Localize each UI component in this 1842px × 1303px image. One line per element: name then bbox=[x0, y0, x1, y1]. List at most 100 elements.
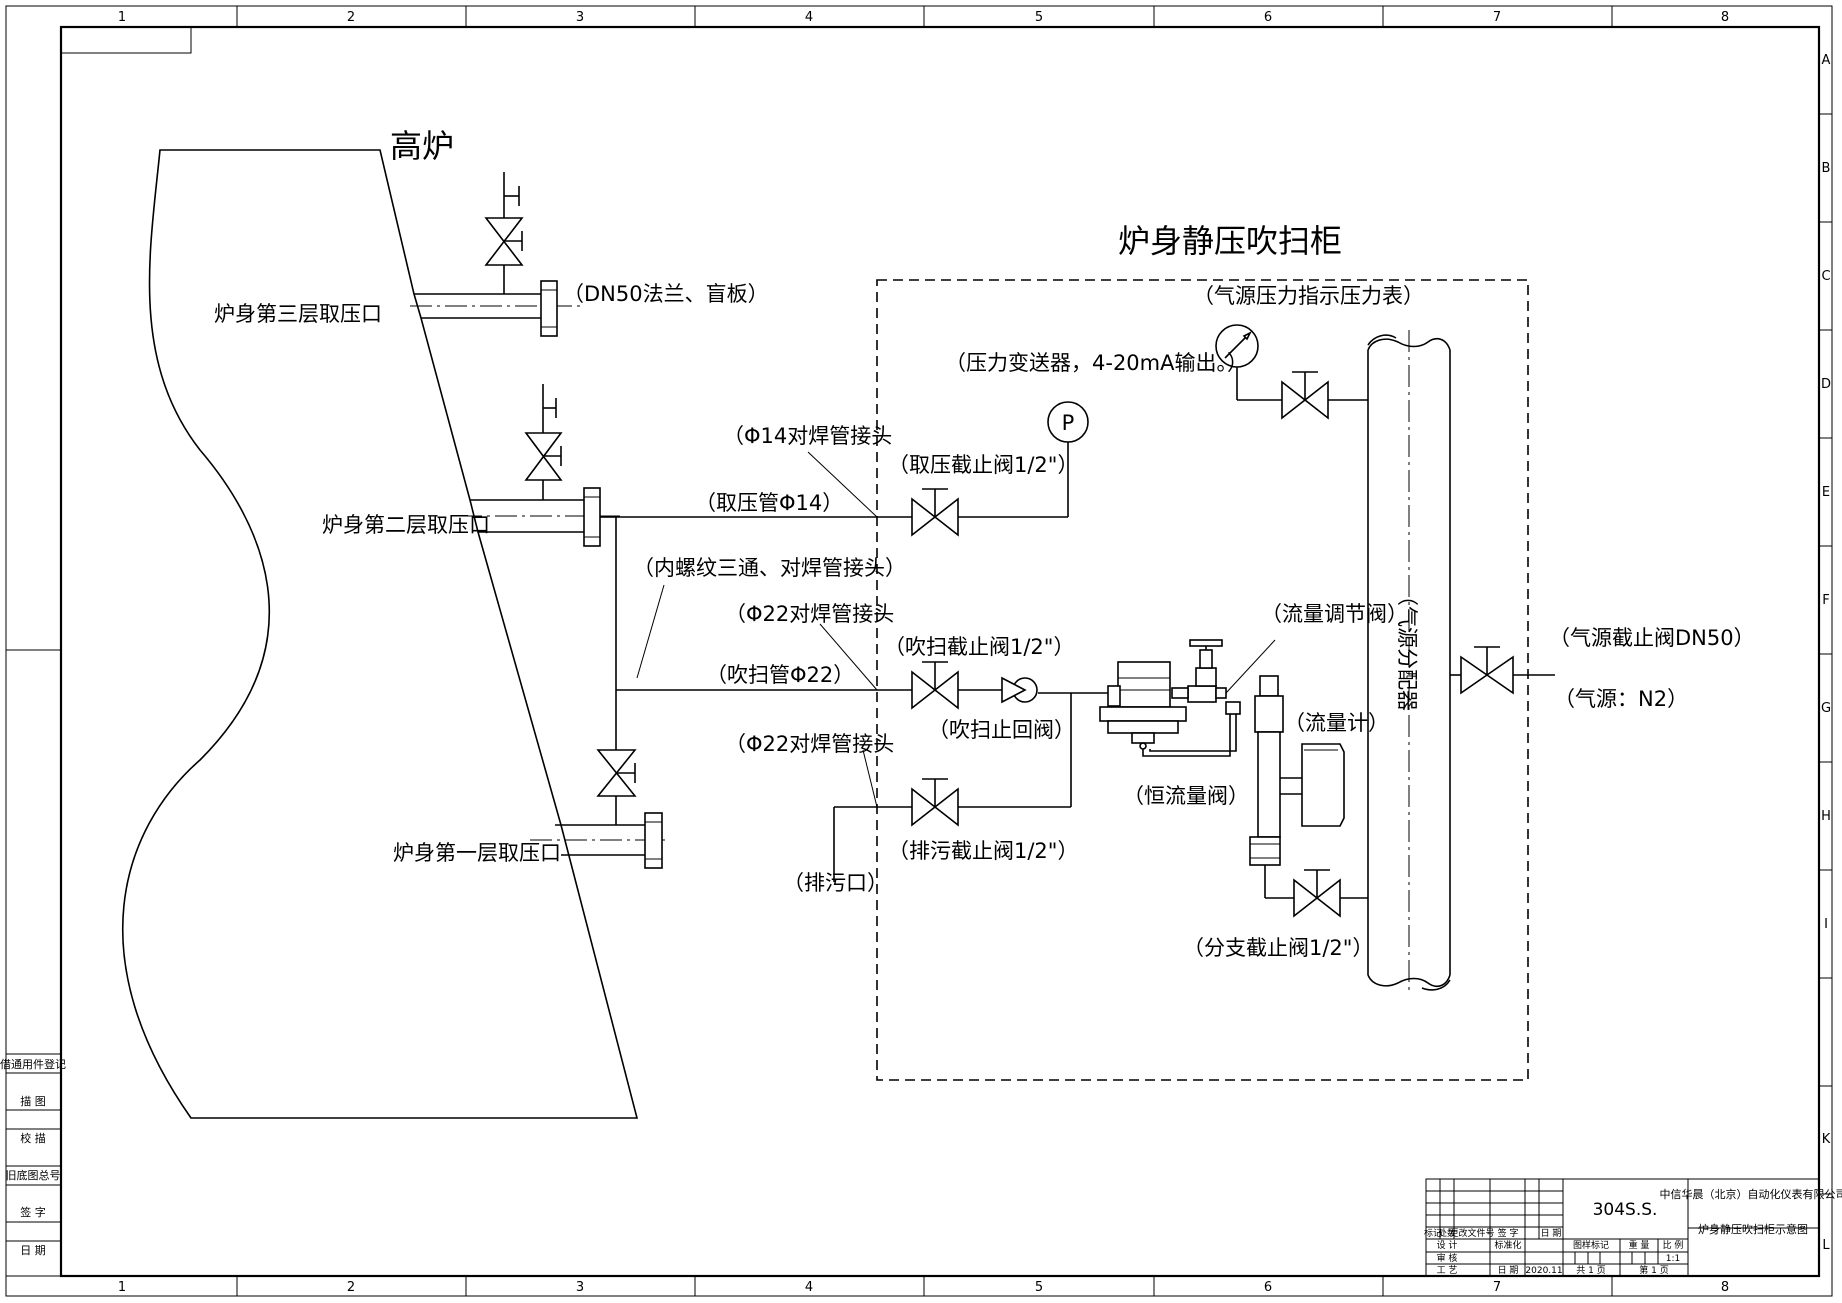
flow-regulating-valve bbox=[1171, 639, 1227, 703]
tb-rev-header: 标记 bbox=[1424, 1227, 1442, 1239]
pressure-valve-label: （取压截止阀1/2"） bbox=[888, 453, 1078, 477]
transmitter-symbol: P bbox=[1062, 411, 1075, 435]
tb-standard: 标准化 bbox=[1494, 1239, 1521, 1251]
col-label-top: 6 bbox=[1264, 10, 1272, 25]
furnace-outline bbox=[121, 149, 639, 1119]
zone-dividers bbox=[6, 6, 1832, 1296]
branch-stop-valve bbox=[1293, 869, 1368, 918]
tb-total-sheets: 共 1 页 bbox=[1576, 1265, 1605, 1276]
side-stamp-label: 借通用件登记 bbox=[0, 1057, 66, 1071]
row-label: L bbox=[1822, 1238, 1830, 1253]
tb-stage-mark: 图样标记 bbox=[1573, 1239, 1609, 1251]
source-valve-label: （气源截止阀DN50） bbox=[1549, 626, 1755, 650]
row-label: D bbox=[1821, 377, 1831, 392]
tb-rev-header: 更改文件号 bbox=[1449, 1227, 1494, 1239]
weld-joint-22-bottom-label: （Φ22对焊管接头 bbox=[725, 732, 894, 756]
tap-level3-valve bbox=[484, 172, 524, 266]
purge-pipe-label: （吹扫管Φ22） bbox=[706, 663, 854, 687]
check-valve-label: （吹扫止回阀） bbox=[928, 718, 1075, 742]
row-label: E bbox=[1822, 485, 1830, 500]
tb-scale-value: 1:1 bbox=[1666, 1254, 1680, 1264]
col-label-top: 8 bbox=[1721, 10, 1729, 25]
drain-port-label: （排污口） bbox=[783, 871, 888, 895]
tap-label-level3: 炉身第三层取压口 bbox=[214, 302, 382, 326]
furnace-title: 高炉 bbox=[390, 127, 454, 165]
col-label-top: 7 bbox=[1493, 10, 1501, 25]
weld-joint-14-label: （Φ14对焊管接头 bbox=[723, 424, 892, 448]
weld-joint-22-top-label: （Φ22对焊管接头 bbox=[725, 602, 894, 626]
side-stamp-label: 描 图 bbox=[20, 1094, 46, 1108]
col-label-bottom: 4 bbox=[805, 1280, 813, 1295]
row-label: G bbox=[1821, 701, 1831, 716]
col-label-bottom: 5 bbox=[1035, 1280, 1043, 1295]
tap-level1-valve bbox=[596, 690, 637, 797]
outer-border bbox=[5, 5, 1833, 1297]
row-label: H bbox=[1821, 809, 1831, 824]
drain-stop-valve bbox=[911, 778, 959, 827]
title-block bbox=[1425, 1178, 1820, 1277]
tap-level2-valve bbox=[524, 384, 563, 481]
row-label: K bbox=[1822, 1132, 1831, 1147]
inner-border bbox=[59, 25, 1821, 1278]
col-label-bottom: 2 bbox=[347, 1280, 355, 1295]
tap-level2 bbox=[460, 480, 620, 547]
tb-scale: 比 例 bbox=[1663, 1239, 1684, 1251]
tb-review: 审 核 bbox=[1437, 1252, 1458, 1264]
flowmeter bbox=[1249, 675, 1345, 899]
tb-rev-header: 日 期 bbox=[1541, 1228, 1562, 1239]
side-stamp-label: 日 期 bbox=[20, 1244, 46, 1257]
gas-header bbox=[1367, 330, 1451, 995]
tb-rev-header: 签 字 bbox=[1498, 1227, 1519, 1239]
tb-weight: 重 量 bbox=[1629, 1239, 1650, 1251]
tap-label-level2: 炉身第二层取压口 bbox=[322, 513, 490, 537]
drain-pipe bbox=[833, 806, 1071, 882]
tap-level1 bbox=[530, 796, 670, 869]
tee-label: （内螺纹三通、对焊管接头） bbox=[633, 556, 906, 580]
flow-reg-valve-label: （流量调节阀） bbox=[1261, 602, 1408, 626]
const-flow-valve-label: （恒流量阀） bbox=[1123, 784, 1249, 808]
flowmeter-label: （流量计） bbox=[1284, 711, 1389, 735]
row-label: I bbox=[1824, 917, 1828, 932]
tap-level3 bbox=[410, 265, 580, 337]
pressure-pipe-label: （取压管Φ14） bbox=[695, 491, 843, 515]
tb-process: 工 艺 bbox=[1437, 1265, 1458, 1276]
purge-valve-label: （吹扫截止阀1/2"） bbox=[884, 635, 1074, 659]
gauge-valve bbox=[1281, 371, 1368, 420]
drain-valve-label: （排污截止阀1/2"） bbox=[888, 839, 1078, 863]
purge-pipe bbox=[616, 689, 1108, 807]
pressure-stop-valve bbox=[911, 488, 959, 537]
col-label-bottom: 1 bbox=[118, 1280, 126, 1295]
pressure-transmitter bbox=[1047, 401, 1089, 443]
branch-valve-label: （分支截止阀1/2"） bbox=[1183, 936, 1373, 960]
row-label: A bbox=[1822, 53, 1831, 68]
col-label-top: 4 bbox=[805, 10, 813, 25]
corner-box bbox=[60, 26, 192, 54]
col-label-top: 5 bbox=[1035, 10, 1043, 25]
col-label-bottom: 3 bbox=[576, 1280, 584, 1295]
check-valve bbox=[1001, 676, 1038, 704]
tap-label-level1: 炉身第一层取压口 bbox=[393, 841, 561, 865]
side-stamp-label: 校 描 bbox=[20, 1131, 46, 1145]
tb-date-label: 日 期 bbox=[1498, 1265, 1519, 1276]
tb-material: 304S.S. bbox=[1593, 1200, 1658, 1220]
side-stamp bbox=[5, 1053, 62, 1277]
purge-stop-valve bbox=[911, 661, 959, 710]
row-label: F bbox=[1822, 593, 1829, 608]
col-label-bottom: 8 bbox=[1721, 1280, 1729, 1295]
col-label-top: 2 bbox=[347, 10, 355, 25]
row-label: B bbox=[1822, 161, 1831, 176]
tb-date: 2020.11 bbox=[1525, 1266, 1562, 1276]
col-label-bottom: 7 bbox=[1493, 1280, 1501, 1295]
constant-flow-valve bbox=[1099, 661, 1241, 757]
leader-lines bbox=[636, 451, 1276, 808]
tb-design: 设 计 bbox=[1437, 1239, 1458, 1251]
source-stop-valve bbox=[1450, 646, 1555, 695]
tb-company: 中信华晨（北京）自动化仪表有限公司 bbox=[1660, 1187, 1842, 1201]
col-label-bottom: 6 bbox=[1264, 1280, 1272, 1295]
transmitter-label: （压力变送器，4-20mA输出。） bbox=[945, 351, 1248, 375]
source-label: （气源：N2） bbox=[1554, 687, 1688, 711]
gauge-label: （气源压力指示压力表） bbox=[1193, 284, 1424, 308]
pressure-pipe bbox=[600, 440, 1069, 690]
row-label: C bbox=[1821, 269, 1830, 284]
